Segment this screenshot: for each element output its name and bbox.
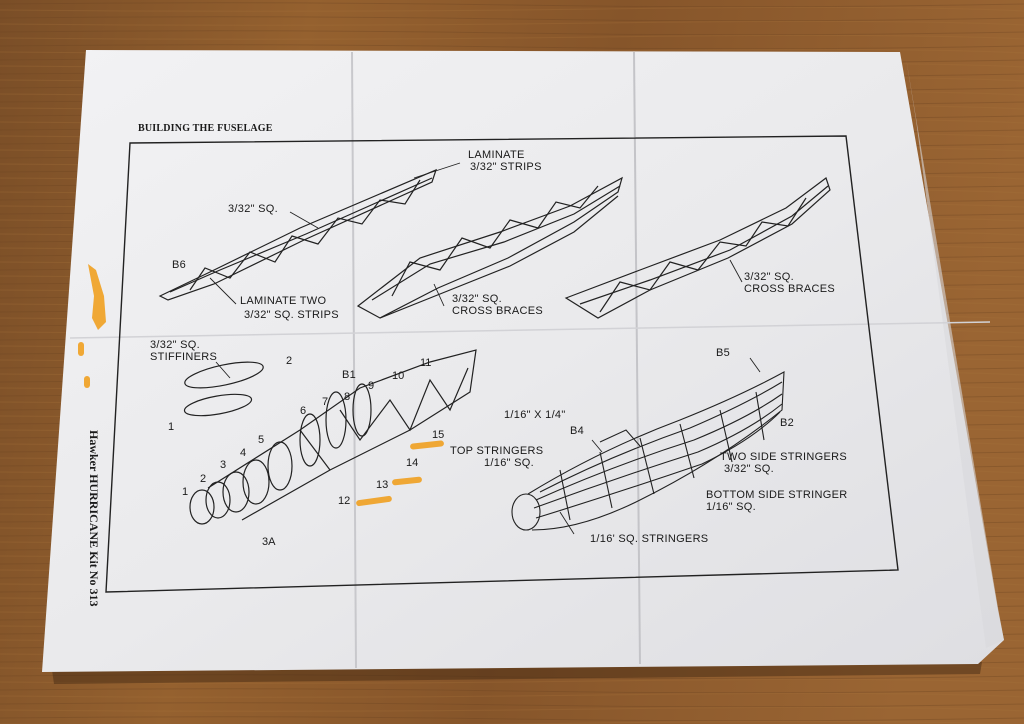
- former-number: 5: [258, 434, 265, 446]
- former-number: 2: [200, 473, 207, 485]
- label-laminate: LAMINATE: [468, 149, 525, 161]
- label-b4: B4: [570, 425, 585, 437]
- former-number: 12: [338, 495, 351, 507]
- label-bottom-side-stringer: BOTTOM SIDE STRINGER: [706, 489, 848, 501]
- label-stiffeners-sq: 3/32" SQ.: [150, 339, 201, 351]
- fuselage-side-truss-3: [564, 177, 831, 319]
- former-number: 14: [406, 457, 419, 469]
- former-number: 10: [392, 370, 405, 382]
- drawing-frame: [105, 135, 899, 593]
- former-number: 9: [368, 380, 375, 392]
- label-sq-stringers: 1/16' SQ. STRINGERS: [590, 533, 709, 545]
- label-1-16x1-4: 1/16" X 1/4": [504, 409, 566, 421]
- label-b1: B1: [342, 369, 357, 381]
- former-number: 7: [322, 396, 329, 408]
- label-laminate-two: LAMINATE TWO: [240, 295, 327, 307]
- former-number: 2: [286, 355, 293, 367]
- label-stiffeners: STIFFINERS: [150, 351, 218, 363]
- label-stage2-sq: 3/32" SQ.: [452, 293, 503, 305]
- former-number: 6: [300, 405, 307, 417]
- label-b5: B5: [716, 347, 731, 359]
- label-stage1-sq: 3/32" SQ.: [228, 203, 279, 215]
- label-b2: B2: [780, 417, 795, 429]
- highlighter-marks: [78, 264, 444, 507]
- sheet-heading: BUILDING THE FUSELAGE: [138, 123, 273, 134]
- former-number: 3: [220, 459, 227, 471]
- fuselage-with-formers: [183, 349, 477, 525]
- side-caption: Hawker HURRICANE Kit No 313: [87, 430, 101, 607]
- former-number: 15: [432, 429, 445, 441]
- former-number: 1: [182, 486, 189, 498]
- label-stage3-cross-braces: CROSS BRACES: [744, 283, 836, 295]
- label-top-stringers-sq: 1/16" SQ.: [484, 457, 535, 469]
- former-number: 4: [240, 447, 247, 459]
- former-number: 13: [376, 479, 389, 491]
- label-two-side-stringers: TWO SIDE STRINGERS: [720, 451, 848, 463]
- label-two-side-stringers-sq: 3/32" SQ.: [724, 463, 775, 475]
- label-top-stringers: TOP STRINGERS: [450, 445, 544, 457]
- label-sq-strips: 3/32" SQ. STRIPS: [244, 309, 339, 321]
- fuselage-side-truss-1: [158, 168, 437, 301]
- fuselage-with-stringers: [511, 371, 785, 531]
- former-number: 11: [420, 357, 432, 369]
- label-b6: B6: [172, 259, 187, 271]
- fuselage-side-truss-2: [356, 176, 623, 319]
- label-stage2-cross-braces: CROSS BRACES: [452, 305, 544, 317]
- former-number: 8: [344, 391, 351, 403]
- label-laminate-strips: 3/32" STRIPS: [470, 161, 542, 173]
- former-number: 3A: [262, 536, 276, 548]
- label-bottom-side-stringer-sq: 1/16" SQ.: [706, 501, 757, 513]
- label-stage3-sq: 3/32" SQ.: [744, 271, 795, 283]
- former-number: 1: [168, 421, 175, 433]
- instruction-sheet: [42, 50, 1004, 672]
